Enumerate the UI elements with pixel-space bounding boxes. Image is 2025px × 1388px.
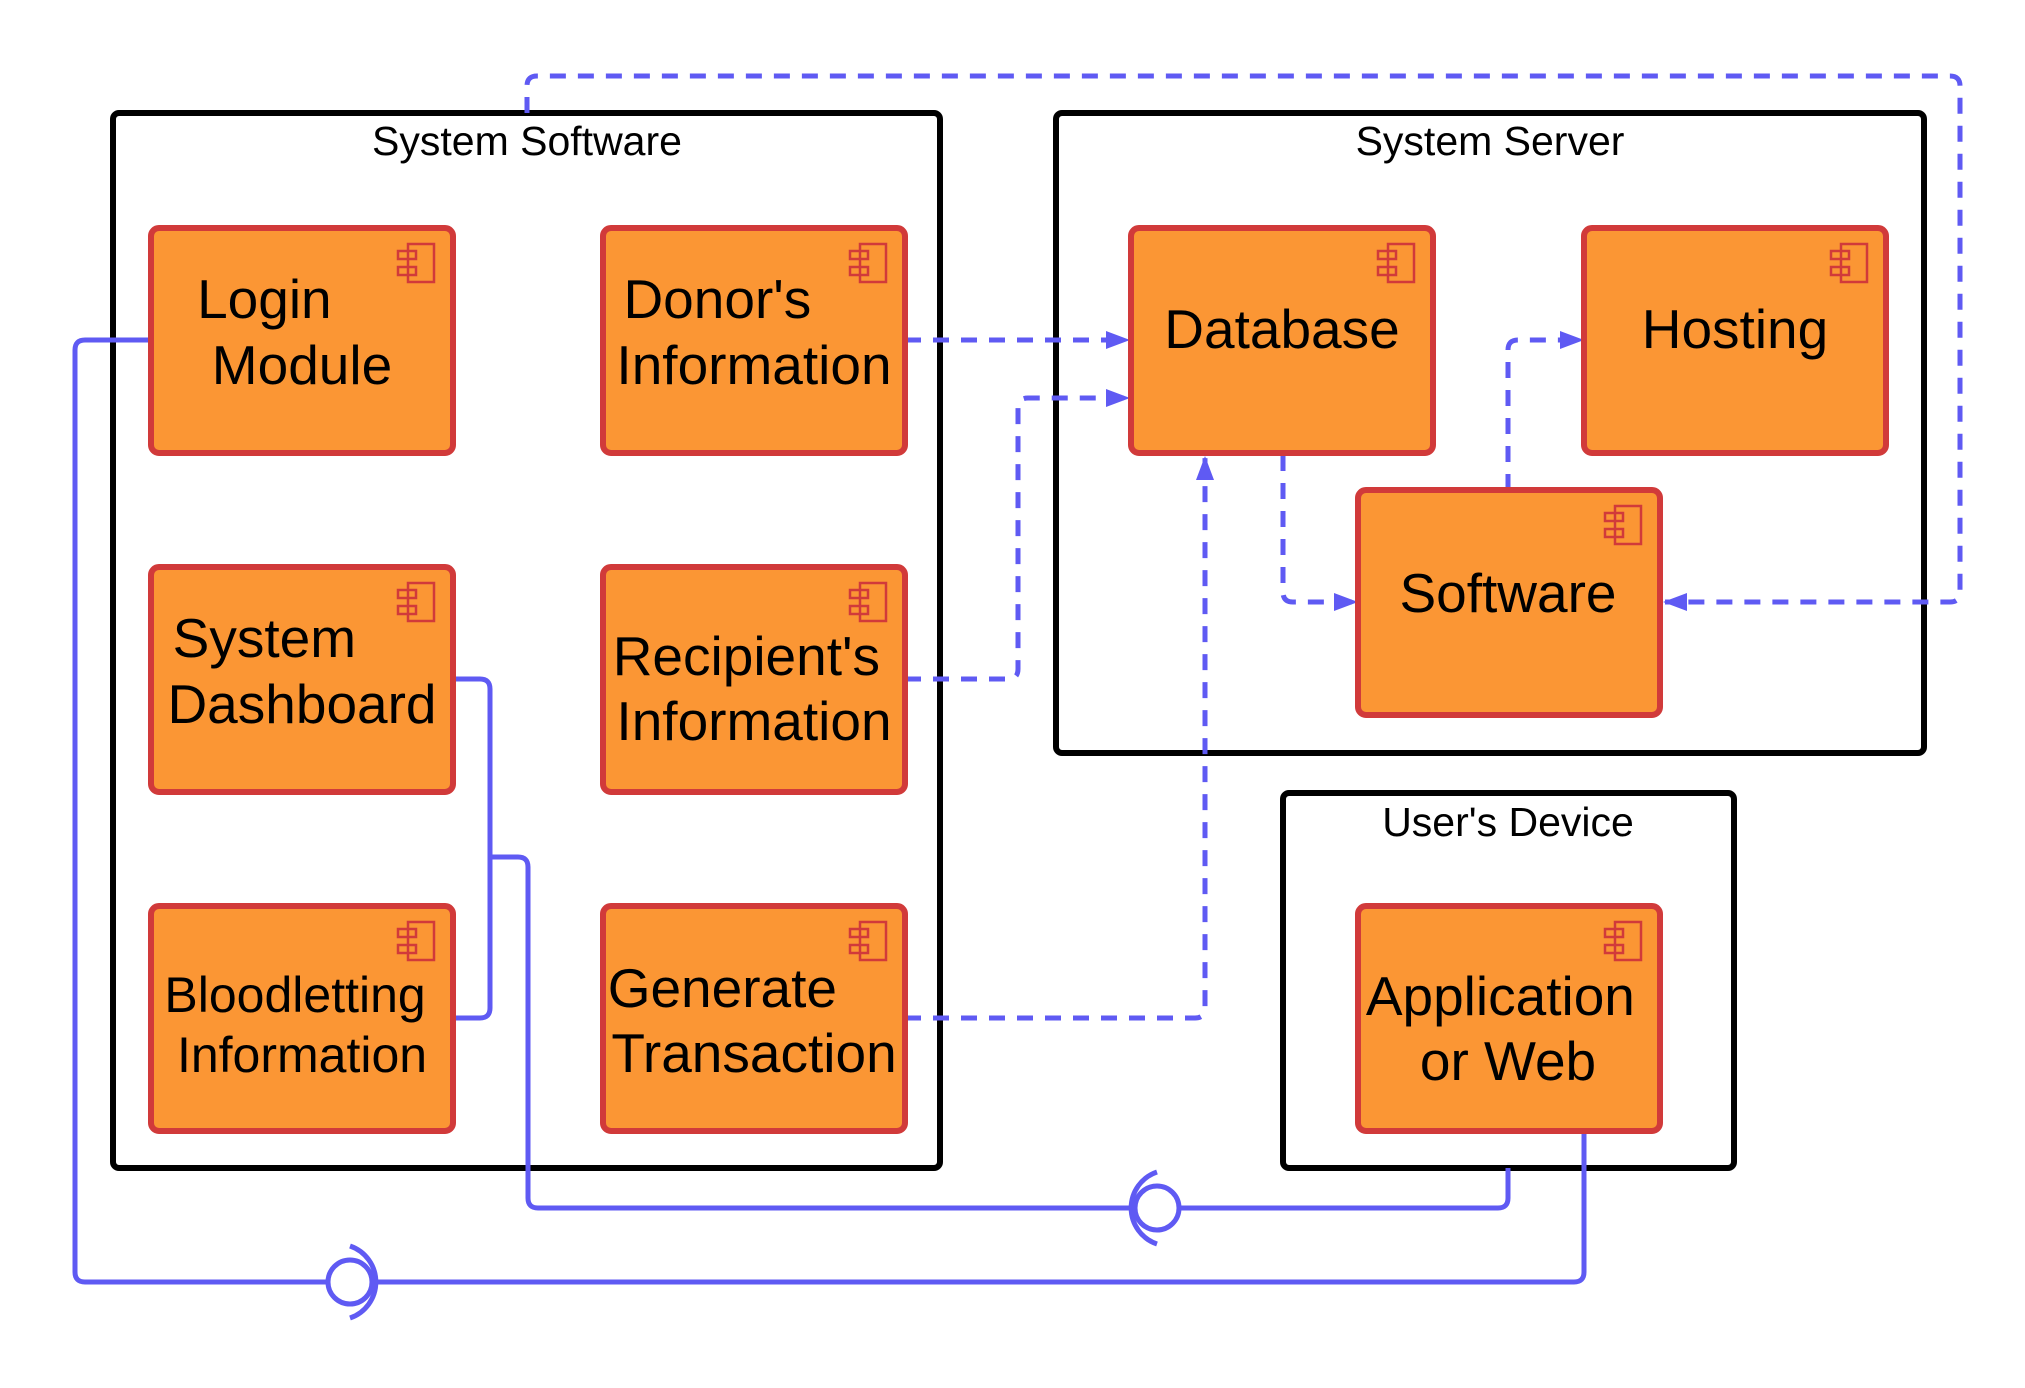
component-label-line: Software [1399,562,1616,624]
component-label-line: Database [1164,298,1399,360]
component-label-line: System [173,607,356,669]
component-icon [848,242,888,284]
connector-database-to-software [1280,455,1358,611]
component-label-line: Generate [608,957,837,1019]
component-label-line: Information [616,690,891,752]
component-icon [1829,242,1869,284]
component-icon [1603,504,1643,546]
svg-text:Database: Database [1164,298,1399,360]
component-donors-information[interactable]: Donor's Information [600,225,908,456]
component-label-line: Application [1366,965,1635,1027]
component-label-line: Recipient's [613,625,880,687]
component-generate-transaction[interactable]: Generate Transaction [600,903,908,1134]
svg-text:Donor's Information: Donor's Information [616,268,891,396]
component-login-module[interactable]: Login Module [148,225,456,456]
svg-text:Bloodletting Information: Bloodletting Information [164,967,439,1083]
component-label-line: Dashboard [167,673,436,735]
component-icon [396,242,436,284]
component-icon [396,581,436,623]
component-database[interactable]: Database [1128,225,1436,456]
svg-text:Software: Software [1399,562,1616,624]
svg-text:Recipient's Information: Recipient's Information [613,625,896,752]
connector-login-to-application [72,337,1587,1285]
svg-text:System Dashboard: System Dashboard [167,607,436,735]
component-label-line: Bloodletting [164,967,425,1023]
component-hosting[interactable]: Hosting [1581,225,1889,456]
component-label-line: Information [616,334,891,396]
connector-software-to-hosting [1505,331,1584,490]
component-icon [1376,242,1416,284]
component-label-line: or Web [1420,1030,1596,1092]
component-bloodletting-information[interactable]: Bloodletting Information [148,903,456,1134]
component-icon [396,920,436,962]
connectors [72,73,1963,1285]
svg-text:Application or Web: Application or Web [1366,965,1650,1092]
component-label-line: Hosting [1642,298,1828,360]
component-label-line: Transaction [611,1022,896,1084]
component-label-line: Module [212,334,392,396]
container-label-system-server: System Server [1356,118,1625,164]
svg-text:Hosting: Hosting [1642,298,1828,360]
connector-system-software-to-software [524,73,1963,611]
component-label-line: Login [197,268,332,330]
svg-text:Login Module: Login Module [197,268,392,396]
component-application-or-web[interactable]: Application or Web [1355,903,1663,1134]
connector-transaction-to-database [905,456,1214,1021]
interface-lollipop-login [325,1243,379,1321]
container-label-users-device: User's Device [1382,799,1634,845]
component-icon [1603,920,1643,962]
component-system-dashboard[interactable]: System Dashboard [148,564,456,795]
connector-dashboard-bracket [453,676,493,1021]
svg-text:Generate Transaction: Generate Transaction [608,957,897,1084]
container-label-system-software: System Software [372,118,682,164]
component-recipients-information[interactable]: Recipient's Information [600,564,908,795]
container-system-server: System Server [1053,110,1927,756]
component-software[interactable]: Software [1355,487,1663,718]
component-icon [848,920,888,962]
connector-dashboard-to-application [490,854,1511,1211]
interface-lollipop-dashboard [1128,1169,1182,1247]
component-icon [848,581,888,623]
component-label-line: Information [177,1027,427,1083]
component-label-line: Donor's [623,268,811,330]
connector-recipients-to-database [905,389,1130,682]
